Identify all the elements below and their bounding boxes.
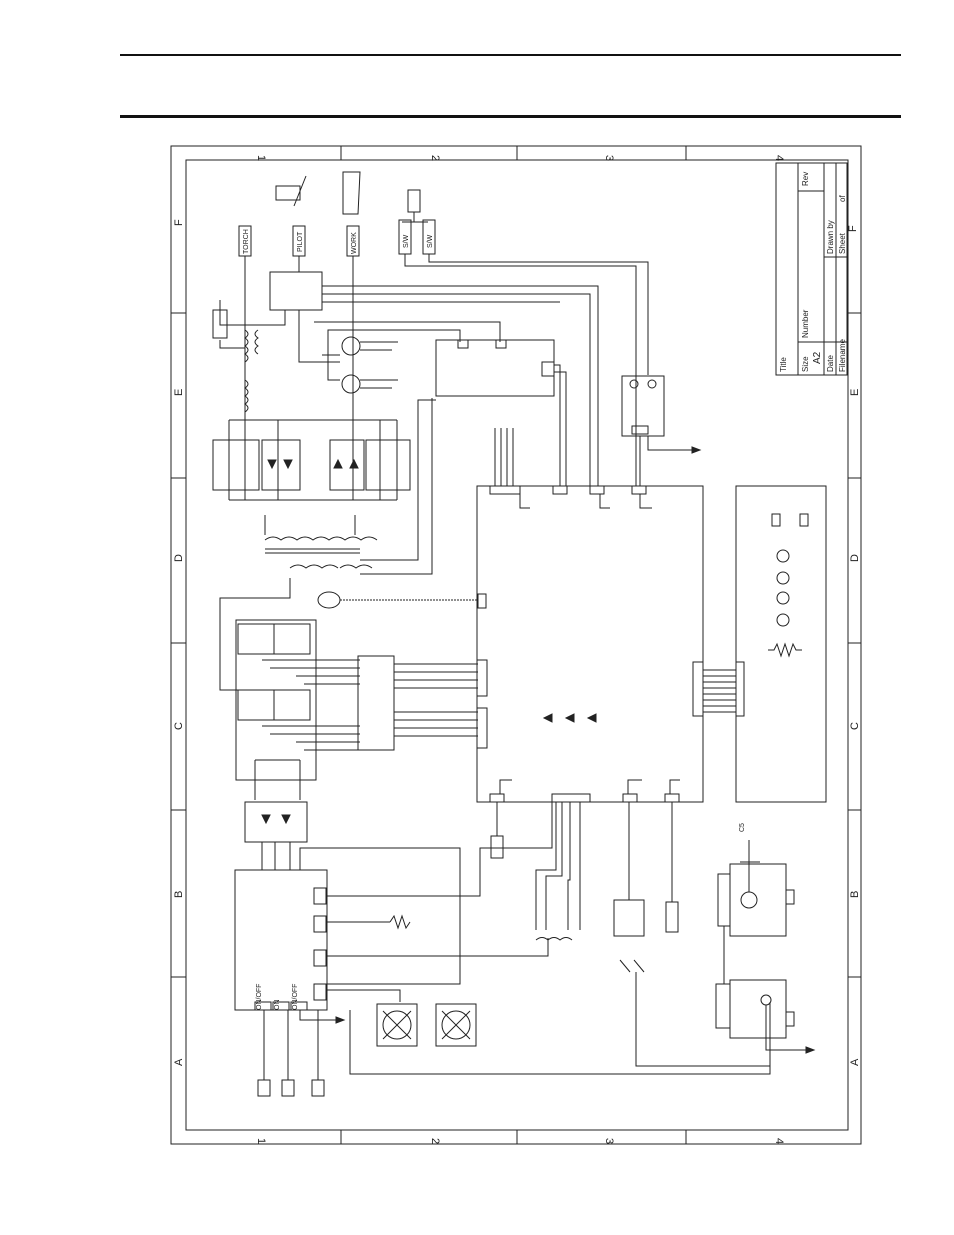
row-label-b-left: B [173,891,185,898]
col-label-1-bottom: 1 [255,1138,267,1144]
col-label-1-top: 1 [255,155,267,161]
col-label-2-top: 2 [429,155,441,161]
potentiometer [768,644,802,656]
tb-sheet: Sheet [838,232,847,254]
led-4 [777,614,789,626]
psu-label-3: ON/OFF [292,984,299,1010]
row-label-d-right: D [849,554,861,562]
psu-label-2: ON [274,1000,281,1011]
col-label-3-top: 3 [603,155,615,161]
mains-input [258,1002,770,1096]
col-label-4-bottom: 4 [773,1138,785,1144]
torch-label: TORCH [243,229,250,254]
current-sensor-1 [342,337,360,355]
tb-of: of [838,195,847,202]
tb-sheet-letter: F [847,225,859,232]
front-panel-board [736,486,826,802]
col-label-3-bottom: 3 [603,1138,615,1144]
psu-label-1: ON/OFF [256,984,263,1010]
row-labels: F E D C B A E D C B A [173,219,861,1066]
tb-title: Title [779,357,788,372]
tb-size-value: A2 [812,351,823,364]
ct-sensor [318,592,340,608]
control-transformer [536,938,572,941]
sw-label-1: S/W [403,234,410,248]
aux-power-board [235,870,327,1010]
tb-rev: Rev [801,172,810,186]
pilot-relay [270,272,322,310]
row-label-a-left: A [173,1058,185,1066]
torch-icon [276,186,300,200]
igbt-bridge [236,620,360,780]
tb-size: Size [801,356,810,372]
tb-number: Number [801,309,810,338]
title-block [776,163,847,375]
row-label-e-right: E [849,389,861,396]
cooling-fans [377,1004,476,1046]
sw-label-2: S/W [427,234,434,248]
row-label-f-left: F [173,219,185,226]
row-label-c-left: C [173,722,185,730]
relay-coil [666,902,678,932]
pilot-label: PILOT [297,231,304,252]
pilot-arc-board [436,340,554,396]
col-label-4-top: 4 [773,155,785,161]
workpiece-icon [343,172,360,214]
switch-1 [772,514,780,526]
current-sensor-2 [342,375,360,393]
led-2 [777,572,789,584]
col-label-2-bottom: 2 [429,1138,441,1144]
row-label-a-right: A [849,1058,861,1066]
cap-label: C5 [739,823,746,832]
switch-2 [800,514,808,526]
tb-date: Date [826,355,835,372]
sw-connector-icon [408,190,420,212]
filter-capacitor [614,900,644,936]
led-1 [777,550,789,562]
connector-labels: TORCH PILOT WORK S/W S/W [243,229,434,254]
led-3 [777,592,789,604]
main-control-pcb [477,486,703,802]
column-labels: 1 2 3 4 1 2 3 4 [255,155,785,1144]
drawing-inner-frame [186,160,848,1130]
work-label: WORK [351,232,358,254]
compressor-motor [716,840,814,1053]
gas-solenoid [622,376,664,436]
ribbon-cable [703,670,736,712]
row-label-e-left: E [173,389,185,396]
thermal-sensor [491,836,503,858]
row-label-d-left: D [173,554,185,562]
row-label-c-right: C [849,722,861,730]
output-rectifier [213,420,410,500]
input-rectifier [245,802,307,842]
gate-drive-connector [358,656,394,750]
tb-drawn-by: Drawn by [826,220,835,254]
tb-filename: Filename [838,339,847,372]
row-label-b-right: B [849,891,861,898]
